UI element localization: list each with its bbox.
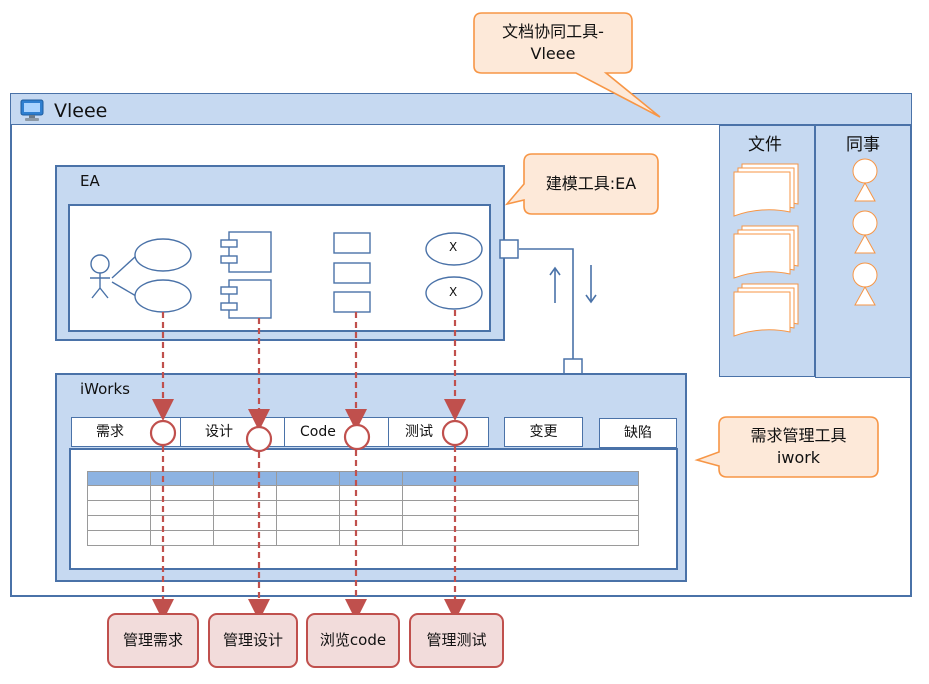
class-box: [333, 232, 371, 254]
data-table: [87, 471, 639, 546]
test-ellipse-label: X: [449, 240, 458, 254]
link-node: [149, 419, 177, 447]
window-title: Vleee: [54, 100, 108, 122]
iwork-callout-bubble: [694, 416, 879, 478]
iwork-callout-text: 需求管理工具 iwork: [719, 425, 878, 469]
person-icon: [852, 210, 878, 254]
class-box: [333, 291, 371, 313]
tab-defects[interactable]: 缺陷: [599, 418, 677, 448]
tab-changes[interactable]: 变更: [504, 417, 583, 447]
ea-callout-text: 建模工具:EA: [545, 174, 637, 193]
manage-requirements-button[interactable]: 管理需求: [107, 613, 199, 668]
component-icon: [220, 279, 272, 319]
ea-callout-bubble: [504, 153, 659, 215]
test-ellipse-label: X: [449, 285, 458, 299]
document-stack-icon: [733, 163, 799, 217]
class-box: [333, 262, 371, 284]
component-icon: [220, 231, 272, 273]
colleagues-title: 同事: [846, 135, 880, 155]
link-node: [245, 425, 273, 453]
manage-testing-button[interactable]: 管理测试: [409, 613, 504, 668]
sync-connector: [499, 239, 597, 378]
test-ellipse: [425, 232, 483, 266]
link-node: [441, 419, 469, 447]
colleague-person-icons: [852, 158, 878, 306]
files-title: 文件: [748, 135, 782, 155]
browse-code-button[interactable]: 浏览code: [306, 613, 400, 668]
iworks-title: iWorks: [80, 380, 130, 398]
document-stack-icon: [733, 283, 799, 337]
connector-port: [499, 239, 519, 259]
document-stack-icon: [733, 225, 799, 279]
actor-icon: [90, 254, 137, 299]
arrow-up-icon: [549, 266, 561, 303]
ea-title: EA: [80, 172, 100, 190]
tab-testing[interactable]: 测试: [388, 417, 489, 447]
ea-canvas: [68, 204, 491, 332]
arrow-down-icon: [585, 265, 597, 304]
person-icon: [852, 158, 878, 202]
test-ellipse: [425, 276, 483, 310]
top-callout-line2: Vleee: [530, 44, 576, 63]
uml-model-shapes: [90, 231, 483, 319]
file-document-icons: [733, 163, 799, 337]
iwork-callout-line2: iwork: [776, 448, 821, 467]
top-callout-line1: 文档协同工具-: [502, 22, 604, 41]
manage-design-button[interactable]: 管理设计: [208, 613, 298, 668]
use-case-ellipse: [134, 238, 192, 272]
top-callout-bubble: [473, 12, 661, 118]
table-row: [87, 530, 639, 546]
monitor-icon: [20, 99, 44, 121]
link-node: [343, 423, 371, 451]
iwork-callout-line1: 需求管理工具: [750, 426, 847, 445]
window-title-bar: [11, 94, 911, 125]
tab-code[interactable]: Code: [284, 417, 389, 447]
person-icon: [852, 262, 878, 306]
top-callout-text: 文档协同工具- Vleee: [474, 21, 632, 65]
